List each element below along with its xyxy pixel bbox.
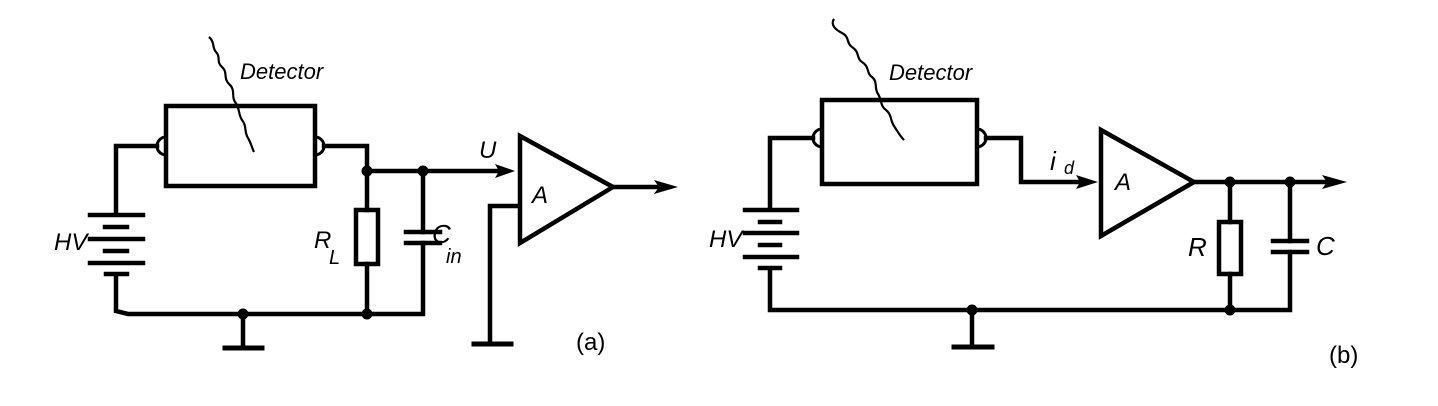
rl-label-main: R (314, 227, 331, 254)
node-b (966, 304, 978, 316)
id-label-sub: d (1064, 158, 1075, 178)
arrow-a-input-icon (495, 164, 515, 178)
wire-a-ground-rail (113, 273, 370, 317)
signal-u-label: U (479, 137, 497, 164)
id-label-main: i (1050, 146, 1057, 176)
rl-label-sub: L (329, 247, 340, 269)
amplifier-b-label: A (1113, 169, 1131, 196)
r-label: R (1188, 232, 1207, 262)
detector-a-label: Detector (240, 59, 325, 84)
wire-b-ground-rail (767, 249, 1293, 313)
node-b (1224, 304, 1236, 316)
amplifier-b (1098, 126, 1199, 240)
wire-b-detector-out (983, 135, 1086, 185)
radiation-a-icon (208, 36, 255, 153)
c-label: C (1316, 231, 1335, 261)
caption-b: (b) (1329, 342, 1358, 369)
wire-a-amp-ground (487, 203, 521, 346)
arrow-b-output-icon (1322, 175, 1347, 189)
detector-b-label: Detector (889, 60, 974, 85)
wire-a-detector-out (321, 143, 370, 174)
caption-a: (a) (576, 329, 605, 356)
arrow-a-output-icon (654, 180, 678, 194)
amplifier-a (517, 132, 618, 247)
panel-b: Detector HV i d A R C (b) (709, 18, 1358, 369)
resistor-rl (353, 207, 381, 267)
detector-a-box (163, 103, 318, 189)
arrow-b-input-icon (1076, 175, 1098, 189)
cin-label-sub: in (446, 246, 462, 268)
hv-a-label: HV (54, 229, 89, 256)
detector-b-box (819, 97, 980, 187)
node-a (237, 308, 249, 320)
wire-a-hv-top (113, 143, 160, 216)
wire-b-hv-top (767, 135, 816, 210)
resistor-r (1216, 219, 1244, 277)
cin-label-main: C (432, 219, 451, 249)
wire-a-cin (364, 240, 426, 317)
radiation-b-icon (831, 18, 905, 141)
panel-a: Detector HV R L C in (54, 36, 678, 356)
hv-b-label: HV (709, 226, 744, 253)
amplifier-a-label: A (530, 182, 548, 209)
